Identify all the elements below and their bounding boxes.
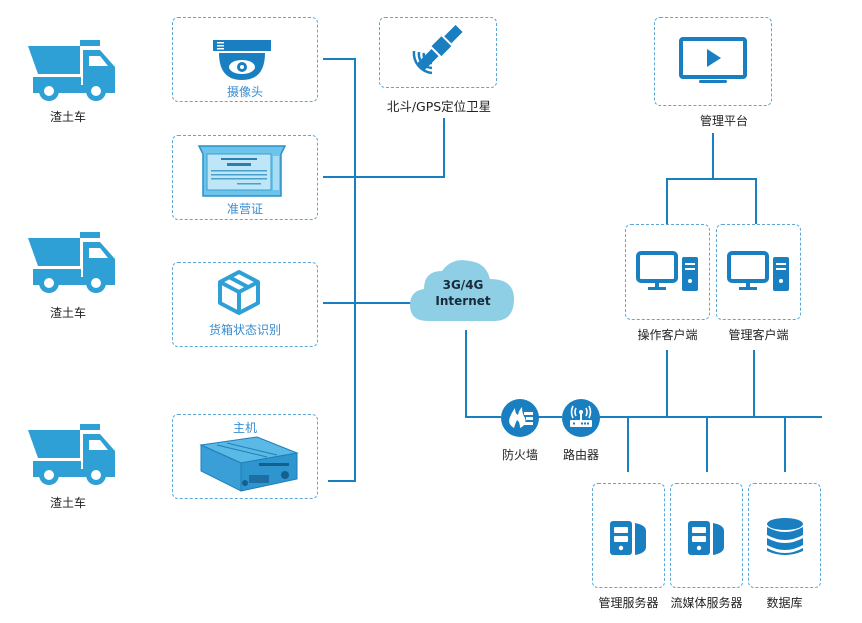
dump-truck-icon — [28, 40, 115, 101]
monitor-play-icon — [679, 37, 747, 83]
cloud-text: 3G/4G Internet — [408, 277, 518, 309]
internet-cloud: 3G/4G Internet — [408, 255, 518, 323]
gps-label: 北斗/GPS定位卫星 — [386, 99, 492, 114]
client-manager — [716, 224, 801, 320]
platform-down-line — [712, 133, 714, 180]
device-label: 货箱状态识别 — [208, 323, 281, 337]
database-icon — [767, 518, 803, 555]
device-label: 摄像头 — [226, 85, 263, 99]
cloud-line1: 3G/4G — [442, 278, 484, 292]
bus-to-server1 — [627, 416, 629, 472]
device-label: 准营证 — [226, 202, 263, 216]
cargo-box-icon — [218, 270, 260, 315]
router-icon — [562, 399, 600, 437]
permit-certificate-icon — [197, 145, 287, 197]
left-bus-line — [354, 58, 356, 482]
firewall-label: 防火墙 — [501, 448, 538, 462]
server-label: 流媒体服务器 — [670, 596, 743, 610]
server-icon — [610, 521, 646, 555]
client-label: 操作客户端 — [637, 328, 698, 342]
cloud-icon — [410, 260, 514, 321]
desktop-computer-icon — [636, 251, 698, 291]
server-management — [592, 483, 665, 588]
device-host: 主机 — [172, 414, 318, 499]
server-icon — [688, 521, 724, 555]
dump-truck-icon — [28, 424, 115, 485]
host-dvr-icon — [199, 436, 299, 492]
dump-truck-icon — [28, 232, 115, 293]
router-label: 路由器 — [562, 448, 599, 462]
firewall-icon — [501, 399, 539, 437]
bus-to-mgmt-client — [753, 350, 755, 418]
desktop-computer-icon — [727, 251, 789, 291]
truck-2: 渣土车 — [28, 232, 116, 320]
firewall-node: 防火墙 — [500, 398, 540, 464]
router-node: 路由器 — [561, 398, 601, 464]
platform-label: 管理平台 — [700, 114, 749, 128]
right-bus-line — [598, 416, 822, 418]
stub-permit — [323, 176, 445, 178]
device-camera: 摄像头 — [172, 17, 318, 102]
dome-camera-icon — [213, 40, 271, 80]
truck-1: 渣土车 — [28, 40, 116, 124]
stub-cargo — [323, 302, 411, 304]
platform-to-mgmt-client — [755, 178, 757, 224]
server-label: 管理服务器 — [598, 596, 659, 610]
device-permit: 准营证 — [172, 135, 318, 220]
cloud-line2: Internet — [435, 294, 491, 308]
platform-to-op-client — [666, 178, 668, 224]
bus-to-op-client — [666, 350, 668, 418]
server-database — [748, 483, 821, 588]
satellite-icon — [412, 25, 463, 75]
bus-to-database — [784, 416, 786, 472]
stub-host — [328, 480, 356, 482]
truck-3: 渣土车 — [28, 424, 116, 510]
cloud-down-line — [465, 330, 467, 418]
truck-label: 渣土车 — [50, 496, 87, 510]
truck-label: 渣土车 — [50, 306, 87, 320]
cloud-firewall-line — [465, 416, 501, 418]
gps-satellite-box — [379, 17, 497, 88]
client-operator — [625, 224, 710, 320]
stub-gps-vertical — [443, 118, 445, 178]
server-streaming — [670, 483, 743, 588]
platform-branch-line — [666, 178, 757, 180]
truck-label: 渣土车 — [50, 110, 87, 124]
device-cargo: 货箱状态识别 — [172, 262, 318, 347]
platform-box — [654, 17, 772, 106]
client-label: 管理客户端 — [728, 328, 789, 342]
server-label: 数据库 — [766, 596, 803, 610]
stub-camera — [323, 58, 356, 60]
bus-to-server2 — [706, 416, 708, 472]
firewall-router-line — [538, 416, 562, 418]
device-label: 主机 — [232, 421, 257, 435]
